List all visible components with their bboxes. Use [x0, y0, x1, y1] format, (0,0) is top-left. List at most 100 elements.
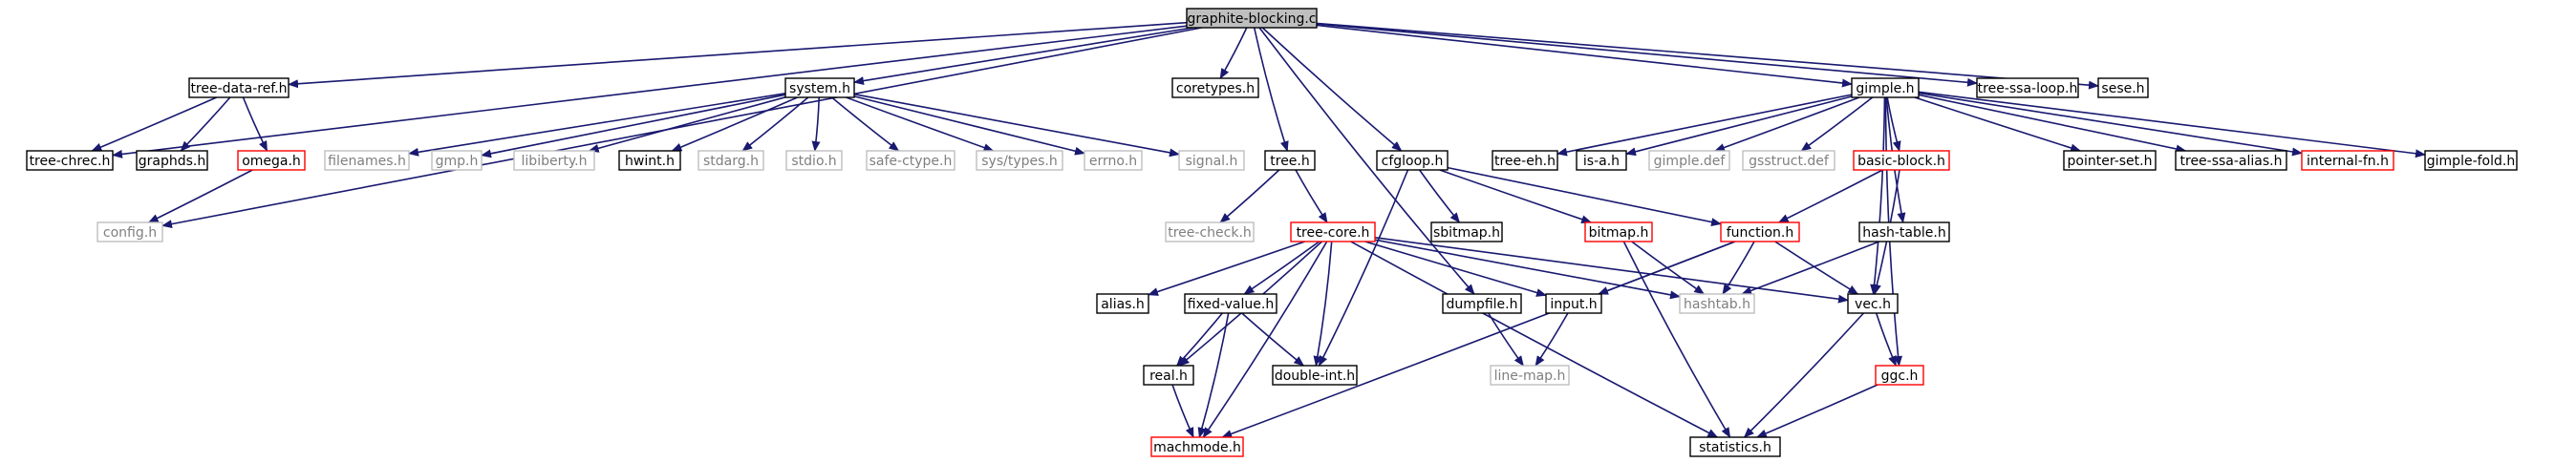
node-config: config.h [97, 221, 163, 242]
node-bitmap[interactable]: bitmap.h [1584, 221, 1653, 242]
node-ggc[interactable]: ggc.h [1875, 365, 1924, 386]
node-box [785, 150, 843, 171]
edges-layer [91, 21, 2426, 438]
node-label: safe-ctype.h [869, 154, 953, 169]
node-machmode[interactable]: machmode.h [1150, 436, 1244, 457]
node-is-a[interactable]: is-a.h [1576, 150, 1627, 171]
node-vec[interactable]: vec.h [1847, 293, 1899, 314]
edge-vec-to-statistics [1743, 312, 1864, 438]
node-box [237, 150, 306, 171]
node-label: input.h [1550, 297, 1597, 312]
node-sbitmap[interactable]: sbitmap.h [1430, 221, 1503, 242]
node-box [976, 150, 1063, 171]
node-signal: signal.h [1178, 150, 1245, 171]
node-function[interactable]: function.h [1720, 221, 1800, 242]
edge-basic-block-to-function [1777, 169, 1883, 223]
node-box [1492, 150, 1558, 171]
node-hwint[interactable]: hwint.h [618, 150, 681, 171]
node-tree-ssa-loop[interactable]: tree-ssa-loop.h [1976, 77, 2079, 98]
node-alias[interactable]: alias.h [1096, 293, 1149, 314]
node-label: real.h [1149, 368, 1188, 384]
edge-graphite-blocking-to-cfgloop [1261, 27, 1403, 152]
edge-fixed-value-to-machmode [1197, 312, 1230, 438]
node-box [1648, 150, 1730, 171]
node-label: graphite-blocking.c [1188, 11, 1317, 27]
node-input[interactable]: input.h [1545, 293, 1602, 314]
node-tree[interactable]: tree.h [1264, 150, 1316, 171]
edge-gimple-to-pointer-set [1914, 96, 2082, 153]
node-omega[interactable]: omega.h [237, 150, 306, 171]
node-pointer-set[interactable]: pointer-set.h [2063, 150, 2157, 171]
node-internal-fn[interactable]: internal-fn.h [2301, 150, 2394, 171]
node-fixed-value[interactable]: fixed-value.h [1184, 293, 1277, 314]
node-label: coretypes.h [1176, 81, 1255, 96]
node-tree-ssa-alias[interactable]: tree-ssa-alias.h [2175, 150, 2287, 171]
node-graphite-blocking[interactable]: graphite-blocking.c [1186, 8, 1318, 29]
node-tree-eh[interactable]: tree-eh.h [1492, 150, 1558, 171]
node-hashtab: hashtab.h [1679, 293, 1755, 314]
node-box [1875, 365, 1924, 386]
node-real[interactable]: real.h [1143, 365, 1194, 386]
node-gimple[interactable]: gimple.h [1851, 77, 1920, 98]
node-gimple-fold[interactable]: gimple-fold.h [2424, 150, 2518, 171]
node-label: tree-ssa-loop.h [1978, 81, 2078, 96]
node-label: filenames.h [328, 154, 406, 169]
node-label: sbitmap.h [1433, 225, 1500, 241]
node-label: tree-check.h [1168, 225, 1252, 241]
node-box [1847, 293, 1899, 314]
edge-tree-core-to-statistics [1350, 241, 1719, 438]
node-tree-chrec[interactable]: tree-chrec.h [26, 150, 114, 171]
edge-system-to-sys-types [846, 96, 995, 152]
node-box [784, 77, 855, 98]
node-label: libiberty.h [522, 154, 588, 169]
node-label: tree-eh.h [1494, 154, 1556, 169]
node-system[interactable]: system.h [784, 77, 855, 98]
node-box [26, 150, 114, 171]
node-graphds[interactable]: graphds.h [136, 150, 208, 171]
edge-dumpfile-to-line-map [1488, 312, 1524, 367]
node-box [1184, 293, 1277, 314]
node-dumpfile[interactable]: dumpfile.h [1442, 293, 1522, 314]
node-basic-block[interactable]: basic-block.h [1853, 150, 1950, 171]
edge-graphite-blocking-to-coretypes [1219, 27, 1248, 79]
node-sese[interactable]: sese.h [2097, 77, 2149, 98]
edge-system-to-stdarg [741, 96, 809, 152]
edge-system-to-libiberty [588, 96, 786, 153]
node-hash-table[interactable]: hash-table.h [1858, 221, 1950, 242]
node-label: is-a.h [1583, 154, 1620, 169]
edge-system-to-signal [853, 93, 1180, 158]
node-tree-core[interactable]: tree-core.h [1290, 221, 1376, 242]
node-label: tree-chrec.h [30, 154, 111, 169]
node-cfgloop[interactable]: cfgloop.h [1376, 150, 1449, 171]
edge-tree-core-to-vec [1374, 237, 1849, 304]
node-tree-data-ref[interactable]: tree-data-ref.h [188, 77, 290, 98]
node-label: hwint.h [625, 154, 675, 169]
edge-cfgloop-to-sbitmap [1418, 169, 1461, 223]
edge-system-to-safe-ctype [830, 96, 900, 152]
node-coretypes[interactable]: coretypes.h [1171, 77, 1259, 98]
edge-tree-core-to-hashtab [1374, 239, 1681, 300]
node-box [1576, 150, 1627, 171]
node-safe-ctype: safe-ctype.h [866, 150, 955, 171]
node-box [2175, 150, 2287, 171]
node-double-int[interactable]: double-int.h [1272, 365, 1358, 386]
node-label: system.h [789, 81, 850, 96]
node-box [1689, 436, 1781, 457]
node-box [1851, 77, 1920, 98]
node-box [1143, 365, 1194, 386]
node-label: stdarg.h [703, 154, 759, 169]
node-label: hashtab.h [1684, 297, 1750, 312]
edge-input-to-line-map [1535, 312, 1569, 367]
node-label: fixed-value.h [1188, 297, 1274, 312]
node-box [2424, 150, 2518, 171]
edge-gimple-to-basic-block [1886, 96, 1901, 152]
edge-function-to-machmode [1221, 241, 1736, 438]
nodes-layer: graphite-blocking.c tree-data-ref.h system… [26, 8, 2518, 457]
node-box [1976, 77, 2079, 98]
node-gmp: gmp.h [431, 150, 483, 171]
node-box [1165, 221, 1255, 242]
edge-tree-core-to-fixed-value [1243, 241, 1320, 295]
node-stdio: stdio.h [785, 150, 843, 171]
node-label: gimple.h [1856, 81, 1914, 96]
node-statistics[interactable]: statistics.h [1689, 436, 1781, 457]
